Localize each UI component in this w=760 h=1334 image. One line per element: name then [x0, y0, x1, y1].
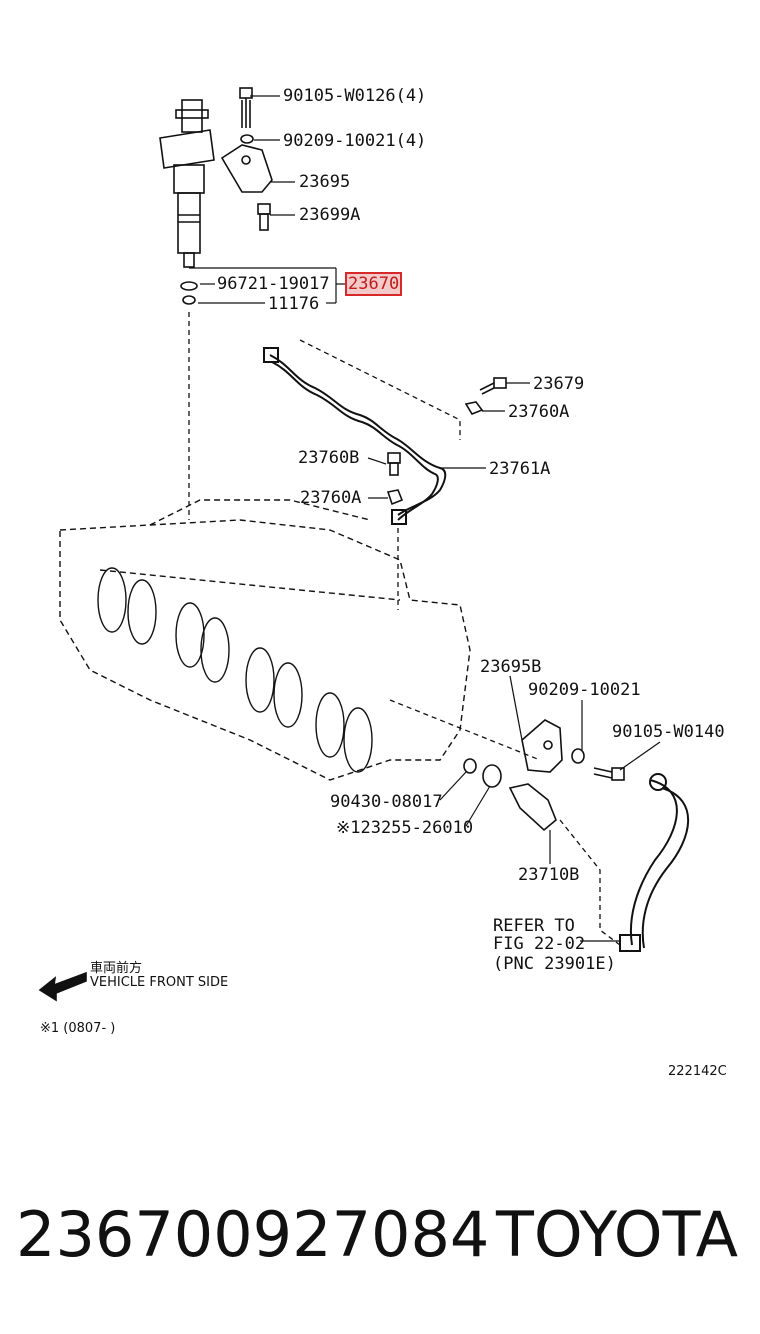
bolt-icon — [479, 377, 507, 395]
bolt-icon — [387, 452, 401, 476]
clip-icon — [386, 489, 404, 506]
callout-injector-assy-highlight[interactable]: 23670 — [345, 272, 403, 296]
footer: 236700927084 TOYOTA — [0, 1190, 760, 1280]
leak-pipe-icon — [263, 347, 447, 525]
clamp-icon — [220, 144, 273, 193]
part-number: 236700927084 — [16, 1198, 490, 1271]
callout-bolt-pipe-b: 23760B — [298, 448, 360, 468]
callout-bolt-lower: 90105-W0140 — [612, 722, 725, 742]
callout-injector-stud: 23699A — [299, 205, 361, 225]
stud-icon — [257, 203, 271, 231]
parts-diagram: 90105-W0126(4) 90209-10021(4) 23695 2369… — [38, 86, 727, 1079]
bolt-icon — [593, 767, 625, 781]
washer-icon — [571, 748, 585, 764]
clip-icon — [464, 401, 484, 415]
callout-gasket: 11176 — [268, 294, 320, 314]
callout-union: 23710B — [518, 865, 580, 885]
refer-line-2[interactable]: FIG 22-02 — [493, 934, 586, 954]
callout-washer-lower: 90209-10021 — [528, 680, 641, 700]
footnote: ※1 (0807- ) — [40, 1021, 116, 1036]
injector-icon — [159, 99, 215, 268]
callout-washer-upper: 90209-10021(4) — [283, 131, 427, 151]
cylinder-head-icon — [59, 499, 471, 781]
union-icon — [508, 783, 557, 832]
callout-bolt-upper: 90105-W0126(4) — [283, 86, 427, 106]
front-label-jp: 車両前方 — [90, 961, 143, 976]
callout-leak-pipe: 23761A — [489, 459, 551, 479]
figure-code: 222142C — [668, 1064, 727, 1079]
oil-seal-icon — [482, 764, 502, 788]
gasket-icon — [463, 758, 477, 774]
exploded-view-drawing — [38, 87, 690, 1002]
refer-line-1: REFER TO — [493, 916, 575, 936]
callout-oring: 96721-19017 — [217, 274, 330, 294]
callout-gasket-lower: 90430-08017 — [330, 792, 443, 812]
arrow-left-icon — [38, 971, 87, 1002]
bracket-icon — [521, 719, 563, 773]
callout-oil-seal: ※123255-26010 — [336, 818, 474, 838]
gasket-icon — [182, 295, 196, 305]
bolt-icon — [239, 87, 253, 128]
callout-clip-left: 23760A — [300, 488, 362, 508]
callout-clip-right: 23760A — [508, 402, 570, 422]
front-label-en: VEHICLE FRONT SIDE — [90, 975, 229, 990]
refer-line-3: (PNC 23901E) — [493, 954, 616, 974]
hose-icon — [619, 773, 690, 952]
callout-bracket-b: 23695B — [480, 657, 542, 677]
callout-bolt-pipe: 23679 — [533, 374, 585, 394]
washer-icon — [240, 134, 254, 144]
brand-name: TOYOTA — [496, 1198, 739, 1271]
oring-icon — [180, 281, 198, 291]
callout-clamp: 23695 — [299, 172, 351, 192]
